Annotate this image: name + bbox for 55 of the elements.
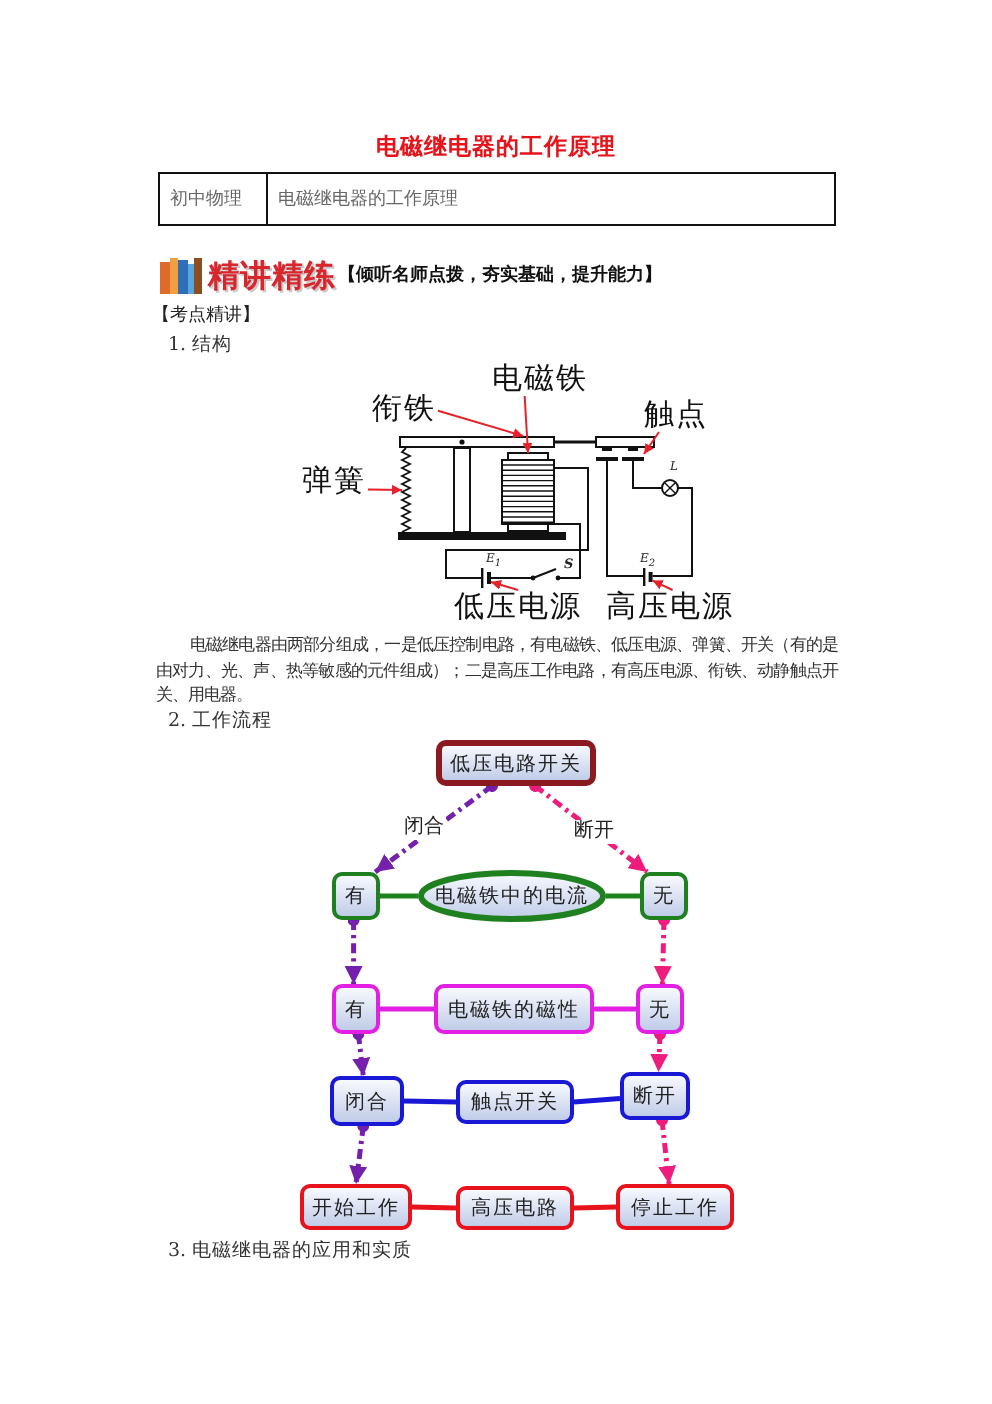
dashed-arrow <box>653 914 672 985</box>
dashed-arrow <box>352 1028 371 1077</box>
connector-line <box>573 1204 617 1211</box>
process-box: 有 <box>332 872 380 920</box>
paragraph: 电磁继电器由两部分组成，一是低压控制电路，有电磁铁、低压电源、弹簧、开关（有的是由对力、光、声、热等敏感的元件组成）；二是高压工作电路，有高压电源、衔铁、动静触点开关、用电器。 <box>156 632 838 709</box>
process-box: 断开 <box>620 1072 690 1120</box>
table-cell: 初中物理 <box>158 172 268 226</box>
banner-tagline: 【倾听名师点拨，夯实基础，提升能力】 <box>338 264 662 288</box>
dashed-arrow <box>529 780 649 874</box>
edge-label: 闭合 <box>402 816 446 840</box>
connector-line <box>594 1006 636 1012</box>
process-box: 闭合 <box>330 1076 404 1126</box>
subheading: 3. 电磁继电器的应用和实质 <box>168 1240 413 1264</box>
connector-line <box>606 893 640 899</box>
process-box: 高压电路 <box>456 1186 574 1230</box>
connector-line <box>380 1006 434 1012</box>
process-box: 停止工作 <box>616 1184 734 1230</box>
dashed-arrow <box>656 1114 677 1185</box>
battery-symbol <box>481 568 491 588</box>
part-label: 高压电源 <box>604 590 736 624</box>
title: 电磁继电器的工作原理 <box>376 132 616 160</box>
leader-line <box>367 484 403 495</box>
process-box: 电磁铁的磁性 <box>434 984 594 1034</box>
process-box: 触点开关 <box>456 1080 574 1124</box>
dashed-arrow <box>373 780 498 874</box>
leader-line <box>437 409 525 438</box>
leader-line <box>651 579 674 591</box>
subheading: 2. 工作流程 <box>168 710 273 734</box>
dashed-arrow <box>344 914 363 984</box>
dashed-arrow <box>650 1028 669 1073</box>
part-label: 电磁铁 <box>492 360 588 396</box>
part-label: 弹簧 <box>300 464 368 498</box>
leader-line <box>490 580 519 591</box>
process-box: 无 <box>640 872 688 920</box>
contact-pair <box>596 447 644 461</box>
leader-line <box>643 431 660 455</box>
edge-label: 断开 <box>572 820 616 844</box>
battery-symbol <box>643 568 653 586</box>
dashed-arrow <box>349 1120 370 1185</box>
subheading: 1. 结构 <box>168 334 233 358</box>
section-heading: 【考点精讲】 <box>152 304 260 328</box>
connector-line <box>380 893 418 899</box>
process-box: 无 <box>636 984 684 1034</box>
process-box: 开始工作 <box>300 1184 412 1230</box>
part-label: 低压电源 <box>452 590 584 624</box>
process-box: 低压电路开关 <box>436 740 596 786</box>
banner-heading: 精讲精练 <box>208 256 336 296</box>
table-cell: 电磁继电器的工作原理 <box>268 172 836 226</box>
part-label: 衔铁 <box>370 392 438 426</box>
connector-line <box>403 1098 457 1105</box>
oval-node: 电磁铁中的电流 <box>418 870 606 922</box>
part-label: 触点 <box>642 398 710 432</box>
connector-line <box>573 1095 621 1105</box>
process-box: 有 <box>332 984 380 1034</box>
connector-line <box>411 1204 457 1211</box>
